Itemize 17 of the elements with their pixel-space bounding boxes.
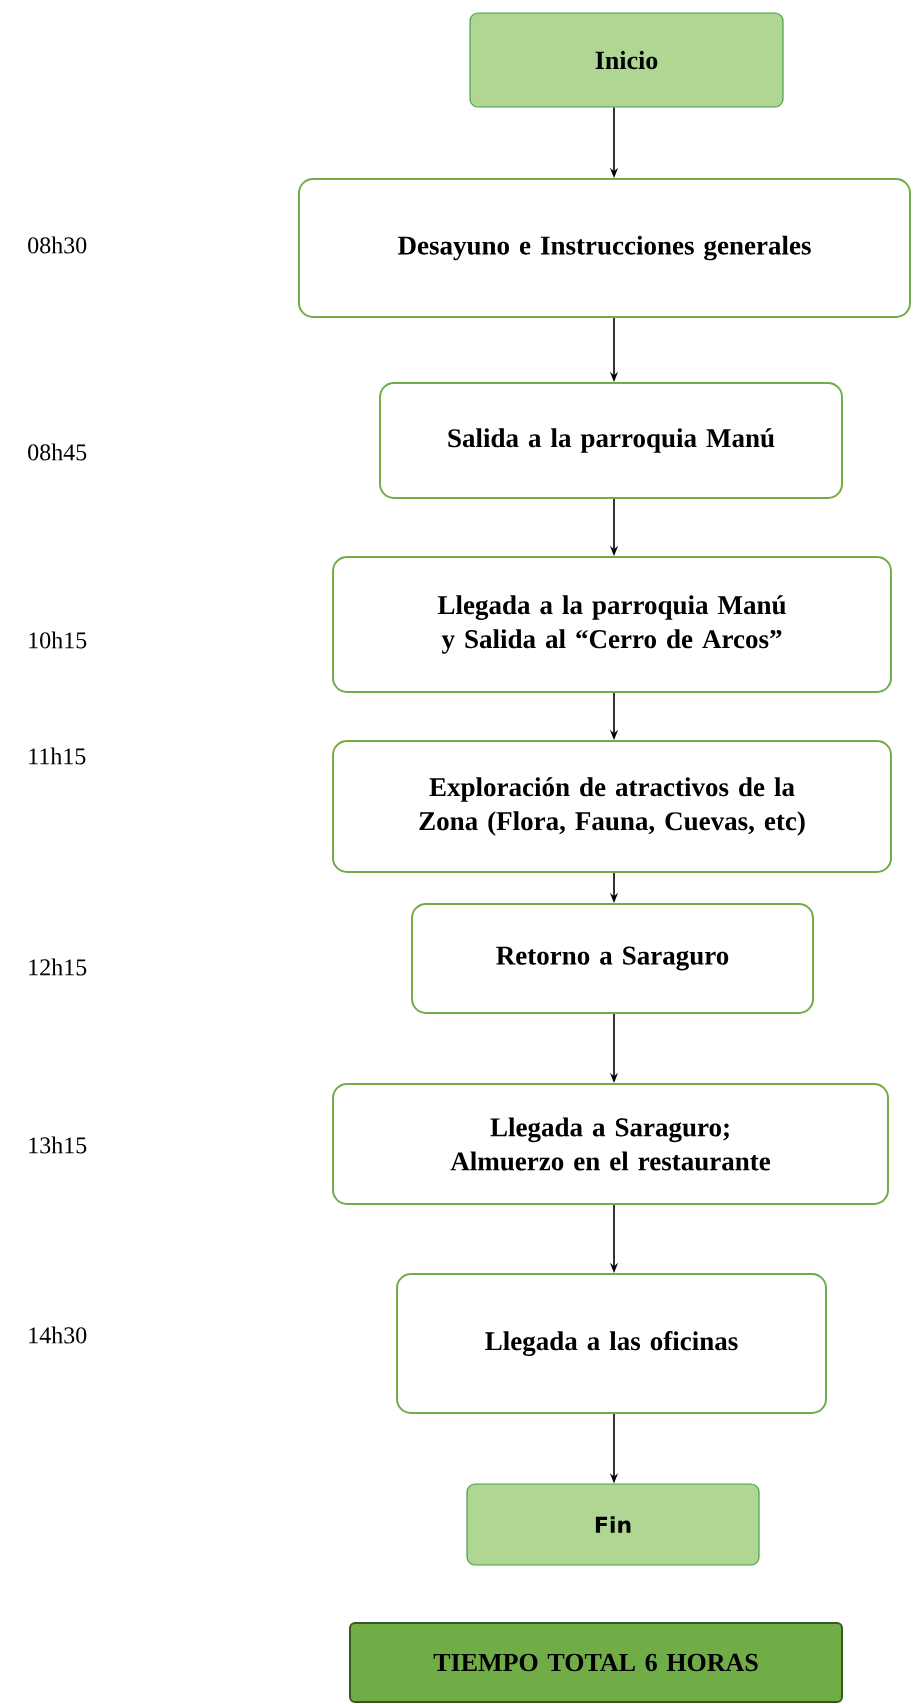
total-time-box: TIEMPO TOTAL 6 HORAS [349,1622,843,1703]
time-label: 11h15 [29,747,86,765]
terminal-box: Inicio [469,12,784,108]
process-box: Exploración de atractivos de la Zona (Flora, Fauna, Cuevas, etc) [332,740,892,873]
terminal-box: Fin [466,1483,760,1566]
process-box: Salida a la parroquia Manú [379,382,843,499]
process-box: Llegada a Saraguro; Almuerzo en el restaurante [332,1083,889,1205]
time-label: 08h30 [28,236,87,254]
time-label: 08h45 [28,443,87,461]
process-box: Desayuno e Instrucciones generales [298,178,911,318]
time-label: 12h15 [29,958,87,976]
time-label: 14h30 [29,1326,87,1344]
time-label: 13h15 [29,1136,87,1154]
process-box: Retorno a Saraguro [411,903,814,1014]
process-box: Llegada a las oficinas [396,1273,827,1414]
time-label: 10h15 [29,631,87,649]
process-box: Llegada a la parroquia Manú y Salida al “Cerro de Arcos” [332,556,892,693]
